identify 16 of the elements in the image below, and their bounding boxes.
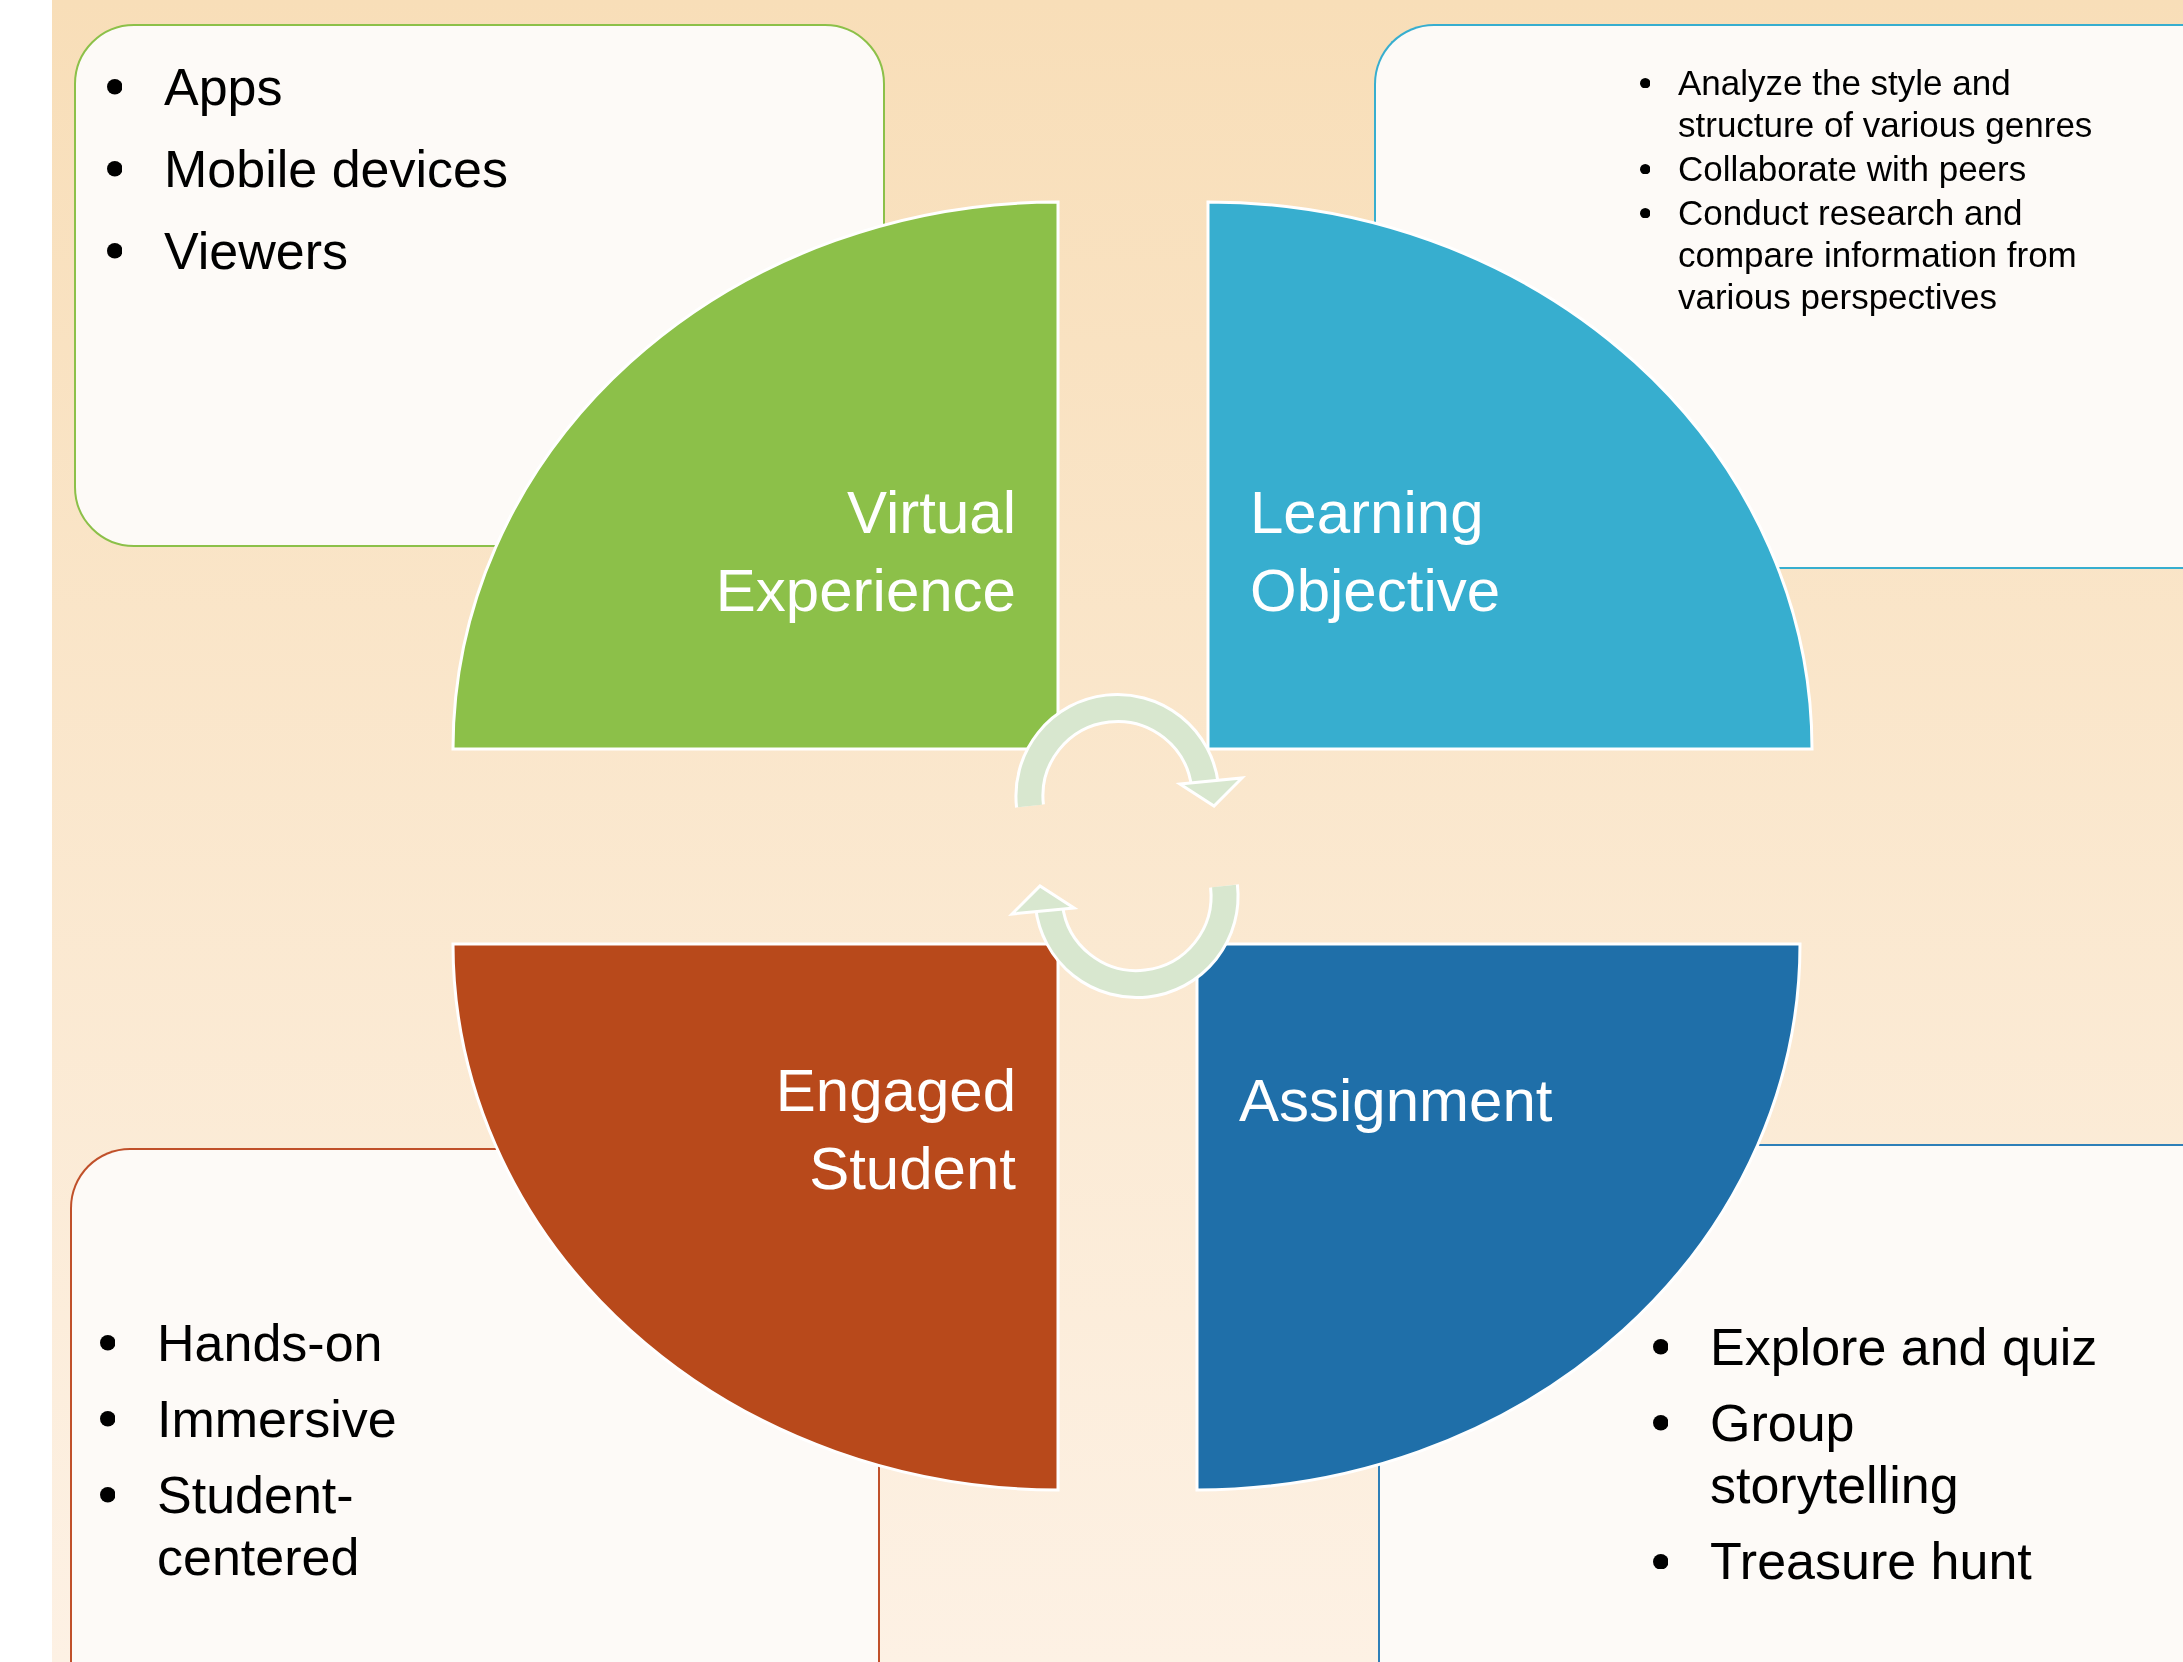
bullet-text: Collaborate with peers — [1678, 149, 2027, 188]
bullet-text: Viewers — [164, 222, 348, 280]
bullet-text: Mobile devices — [164, 140, 508, 198]
segment-title: Engaged Student — [774, 1056, 1016, 1204]
bullet-text: Analyze the style and structure of various genres — [1678, 63, 2093, 144]
segment-title: Assignment — [1239, 1066, 1554, 1136]
bullet-text: Group storytelling — [1710, 1394, 1959, 1515]
bullet-text: Apps — [164, 58, 283, 116]
bullet-text: Conduct research and compare information from various perspectives — [1678, 193, 2077, 316]
segment-title: Learning Objective — [1250, 478, 1502, 626]
bullet-text: Immersive — [157, 1390, 397, 1448]
bullet-text: Hands-on — [157, 1314, 383, 1372]
bullet-text: Treasure hunt — [1710, 1532, 2032, 1591]
bullet-text: Student-centered — [157, 1466, 360, 1587]
segment-title: Virtual Experience — [714, 478, 1016, 626]
bullet-text: Explore and quiz — [1710, 1318, 2098, 1376]
